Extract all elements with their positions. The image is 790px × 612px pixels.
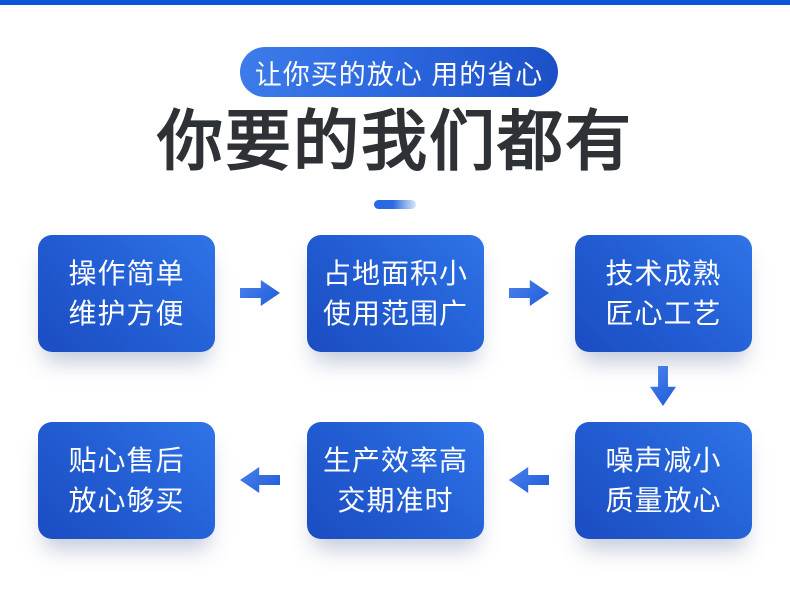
arrow-right-icon: [509, 280, 549, 306]
page-title: 你要的我们都有: [157, 104, 633, 178]
feature-box-mature-technology: 技术成熟 匠心工艺: [575, 235, 752, 352]
feature-line: 噪声减小: [605, 444, 722, 476]
feature-line: 使用范围广: [322, 297, 468, 329]
feature-line: 交期准时: [337, 484, 454, 516]
feature-line: 占地面积小: [322, 257, 468, 289]
feature-box-high-efficiency: 生产效率高 交期准时: [307, 422, 484, 539]
title-underline-dash: [374, 200, 416, 209]
arrow-right-icon: [240, 280, 280, 306]
feature-box-small-footprint: 占地面积小 使用范围广: [307, 235, 484, 352]
feature-line: 放心够买: [68, 484, 185, 516]
top-accent-bar: [0, 0, 790, 5]
slogan-badge-label: 让你买的放心 用的省心: [254, 59, 544, 90]
feature-box-after-sales: 贴心售后 放心够买: [38, 422, 215, 539]
slogan-badge: 让你买的放心 用的省心: [240, 47, 558, 97]
feature-line: 质量放心: [605, 484, 722, 516]
feature-box-low-noise: 噪声减小 质量放心: [575, 422, 752, 539]
feature-line: 匠心工艺: [605, 297, 722, 329]
arrow-left-icon: [240, 467, 280, 493]
feature-line: 贴心售后: [68, 444, 185, 476]
feature-line: 维护方便: [68, 297, 185, 329]
arrow-left-icon: [509, 467, 549, 493]
feature-line: 技术成熟: [605, 257, 722, 289]
feature-line: 生产效率高: [322, 444, 468, 476]
arrow-down-icon: [650, 366, 676, 406]
feature-line: 操作简单: [68, 257, 185, 289]
feature-box-easy-operation: 操作简单 维护方便: [38, 235, 215, 352]
